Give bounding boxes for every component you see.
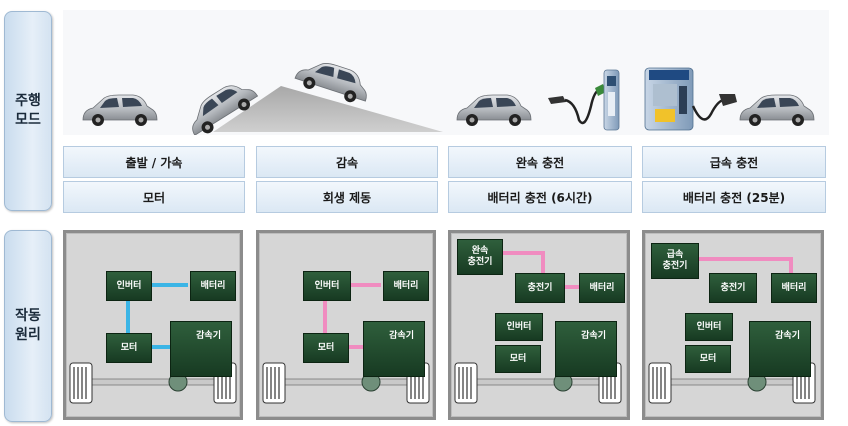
panel-slow-charge: 완속 충전기 충전기 배터리 인버터 모터 감속기 (448, 230, 630, 420)
operating-principle-label: 작동 원리 (4, 230, 52, 422)
mode-accelerate-source: 모터 (63, 181, 245, 213)
panel-fast-charge: 급속 충전기 충전기 배터리 인버터 모터 감속기 (642, 230, 824, 420)
panel-accelerate: 인버터 배터리 모터 감속기 (63, 230, 243, 420)
inverter-box: 인버터 (495, 313, 543, 341)
slow-charger-box: 완속 충전기 (457, 239, 503, 275)
inverter-box: 인버터 (685, 313, 733, 341)
reducer-box: 감속기 (555, 321, 617, 377)
car-start-icon (82, 94, 158, 127)
panel-decelerate: 인버터 배터리 모터 감속기 (256, 230, 436, 420)
mode-fast-charge-action: 급속 충전 (642, 146, 826, 178)
driving-mode-label: 주행 모드 (4, 11, 52, 211)
reducer-box: 감속기 (363, 321, 425, 377)
fast-charge-plug-icon (691, 94, 737, 121)
mode-fast-charge-source: 배터리 충전 (25분) (642, 181, 826, 213)
inverter-box: 인버터 (303, 271, 351, 301)
motor-box: 모터 (106, 333, 152, 363)
motor-box: 모터 (303, 333, 349, 363)
battery-box: 배터리 (771, 273, 817, 303)
slow-charger-post-icon (603, 69, 620, 131)
battery-box: 배터리 (190, 271, 236, 301)
charger-box: 충전기 (515, 273, 565, 303)
mode-slow-charge-source: 배터리 충전 (6시간) (448, 181, 632, 213)
battery-box: 배터리 (579, 273, 625, 303)
mode-accelerate-action: 출발 / 가속 (63, 146, 245, 178)
battery-box: 배터리 (383, 271, 429, 301)
mode-slow-charge-action: 완속 충전 (448, 146, 632, 178)
driving-scene (63, 10, 829, 141)
hill-slope (213, 86, 443, 132)
reducer-box: 감속기 (170, 321, 232, 377)
fast-charger-kiosk-icon (644, 67, 694, 131)
reducer-box: 감속기 (749, 321, 811, 377)
charger-box: 충전기 (709, 273, 757, 303)
power-flow-fast-charge (697, 257, 793, 273)
mode-decelerate-source: 회생 제동 (256, 181, 438, 213)
car-slow-charge-icon (456, 94, 532, 127)
car-fast-charge-icon (739, 94, 815, 127)
slow-charge-plug-icon (548, 84, 606, 125)
fast-charger-box: 급속 충전기 (651, 243, 699, 279)
mode-decelerate-action: 감속 (256, 146, 438, 178)
motor-box: 모터 (685, 345, 731, 373)
inverter-box: 인버터 (106, 271, 152, 301)
motor-box: 모터 (495, 345, 541, 373)
